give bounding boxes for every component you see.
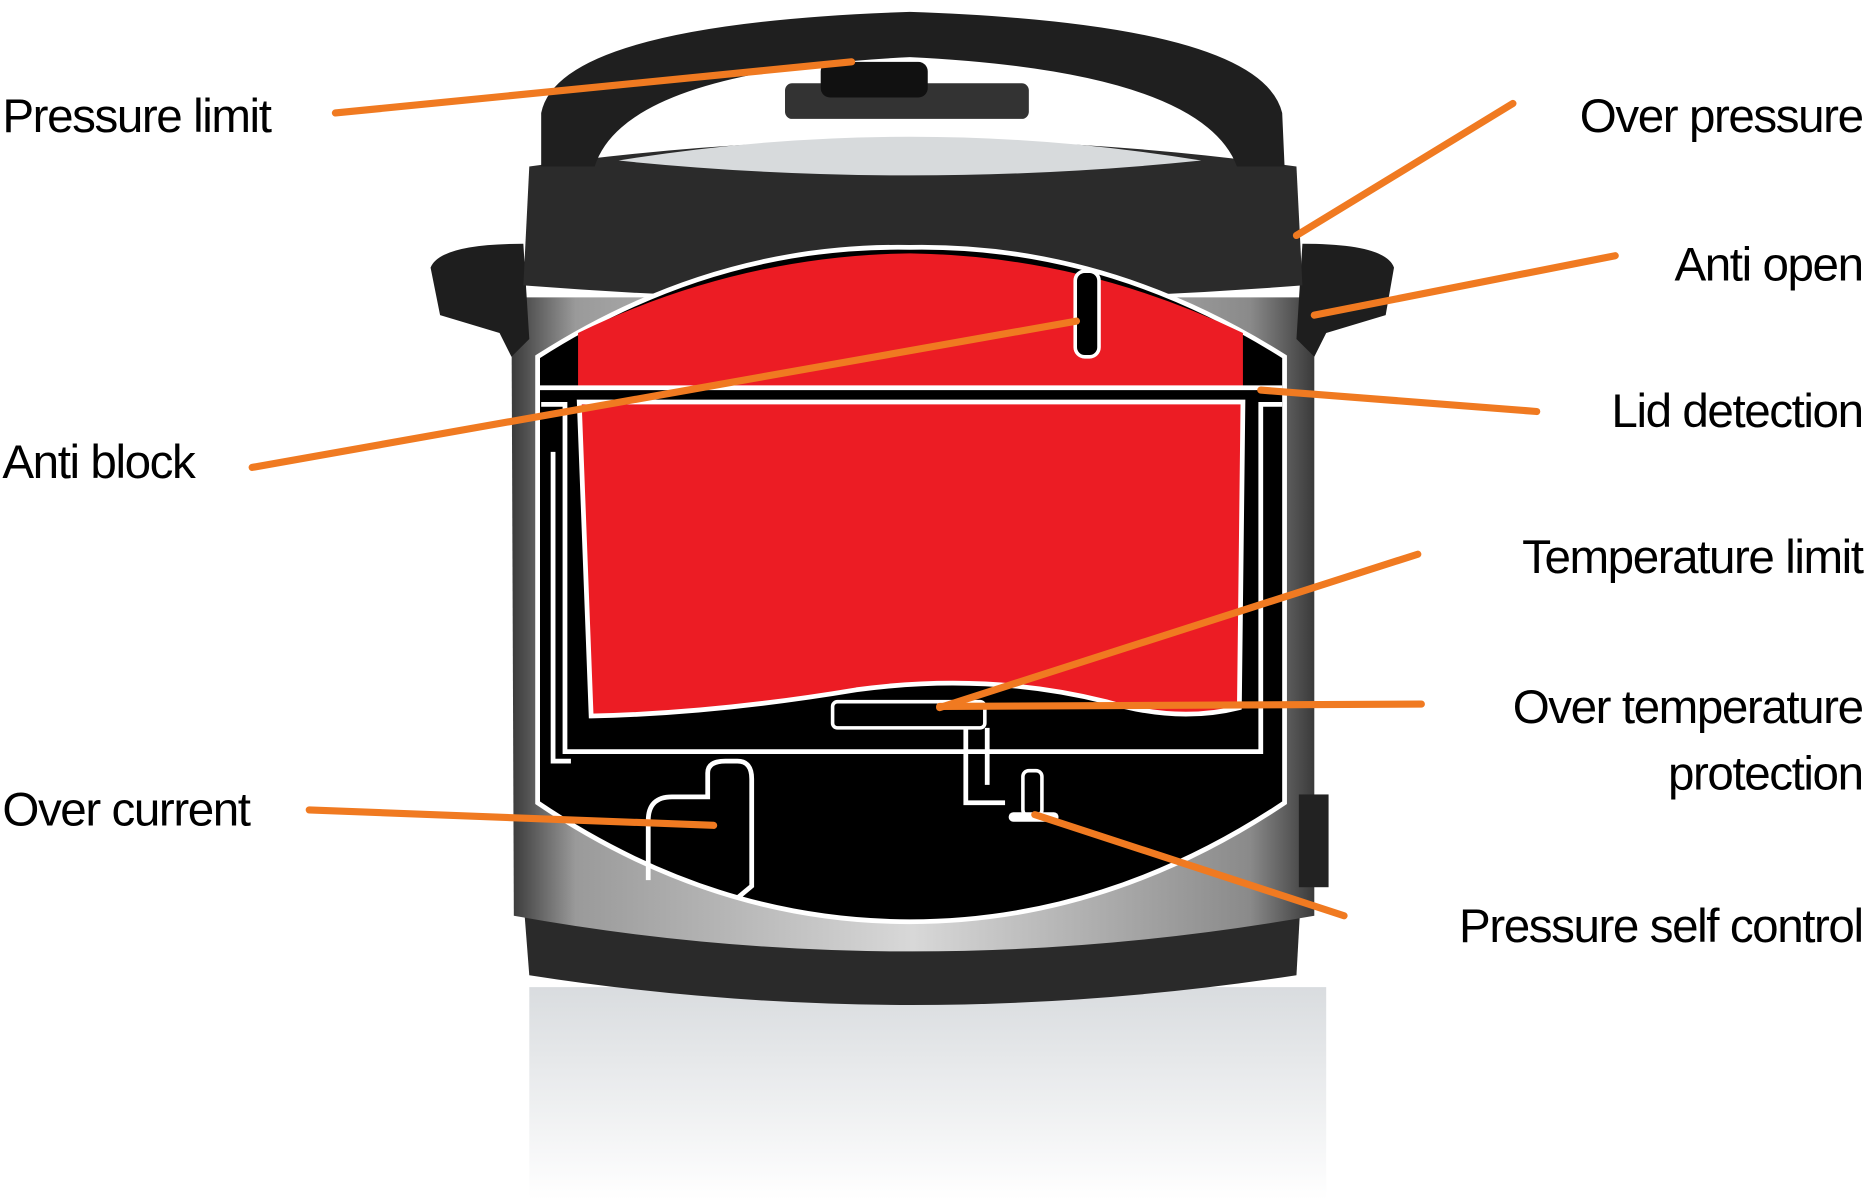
lid-handle (541, 11, 1285, 167)
label-pressure-limit: Pressure limit (2, 90, 271, 143)
side-handle-right (1296, 243, 1394, 357)
label-pressure-self-control: Pressure self control (1459, 900, 1863, 953)
label-over-current: Over current (2, 783, 250, 836)
label-over-temperature-line2: protection (1668, 748, 1863, 801)
lid-window (618, 136, 1202, 176)
leader-pressure-self-control (1031, 811, 1348, 920)
pressure-switch (1021, 768, 1044, 818)
label-anti-open: Anti open (1674, 239, 1862, 292)
side-connector (1298, 794, 1329, 888)
label-over-pressure: Over pressure (1580, 90, 1863, 143)
anti-block-sensor (1073, 269, 1101, 359)
leader-pressure-limit (331, 58, 856, 117)
sensor-pipe (963, 727, 1006, 806)
leader-over-pressure (1292, 99, 1517, 240)
inner-wall-left (550, 451, 571, 764)
leader-temperature-limit (936, 550, 1422, 712)
lid (523, 139, 1303, 301)
inner-pot (576, 399, 1246, 719)
leader-anti-block (248, 317, 1080, 471)
label-over-temperature-line1: Over temperature (1513, 681, 1863, 734)
side-handle-left (430, 243, 530, 357)
pressure-valve (820, 61, 928, 98)
label-lid-detection: Lid detection (1611, 385, 1862, 438)
leader-lines (248, 58, 1619, 920)
leader-lid-detection (1257, 386, 1541, 416)
outer-pot-outline (541, 401, 1283, 755)
cutaway-schematic (535, 244, 1287, 925)
labels: Pressure limit Over pressure Anti open L… (2, 90, 1865, 953)
reflection (529, 987, 1327, 1200)
label-temperature-limit: Temperature limit (1522, 531, 1864, 584)
leader-over-temperature (936, 700, 1425, 711)
leader-anti-open (1310, 252, 1619, 319)
leader-over-current (305, 806, 718, 829)
label-anti-block: Anti block (2, 436, 196, 489)
fuse-box (645, 758, 755, 900)
